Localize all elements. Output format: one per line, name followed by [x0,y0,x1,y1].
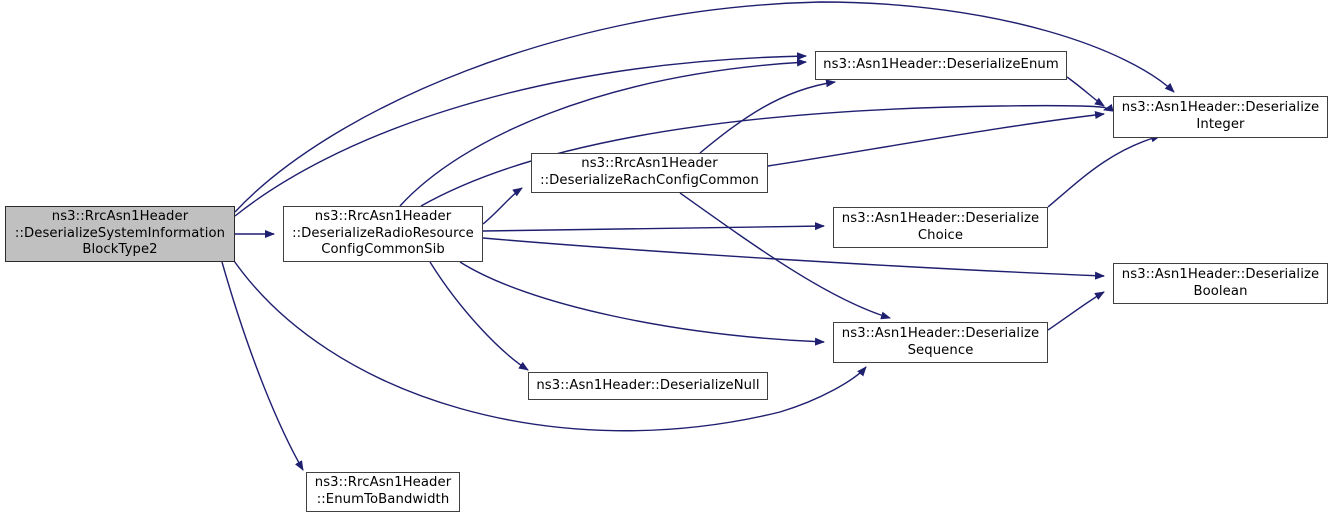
edge-sib2-to-enumtobw [221,261,304,471]
edge-rrccommonsib-to-enum [399,58,807,207]
node-choice[interactable]: ns3::Asn1Header::Deserialize Choice [833,207,1048,248]
edge-rrccommonsib-to-integer [420,103,1114,207]
node-null[interactable]: ns3::Asn1Header::DeserializeNull [528,372,768,400]
node-boolean[interactable]: ns3::Asn1Header::Deserialize Boolean [1113,263,1328,304]
node-enumtobw[interactable]: ns3::RrcAsn1Header ::EnumToBandwidth [306,472,460,512]
node-sib2[interactable]: ns3::RrcAsn1Header ::DeserializeSystemIn… [5,206,235,262]
edge-rrccommonsib-to-boolean [482,237,1105,280]
node-integer[interactable]: ns3::Asn1Header::Deserialize Integer [1113,96,1328,138]
edge-rachconfig-to-sequence [679,192,891,320]
edge-sib2-to-integer [234,1,1175,213]
edge-sib2-to-enum [234,52,807,217]
edge-rrccommonsib-to-null [429,261,529,371]
edge-rrccommonsib-to-choice [482,222,825,232]
edge-rrccommonsib-to-sequence [459,261,825,346]
edge-rrccommonsib-to-rachconfig [482,187,523,225]
edge-rachconfig-to-enum [699,79,836,154]
node-sequence[interactable]: ns3::Asn1Header::Deserialize Sequence [833,322,1048,363]
edge-enum-to-integer [1066,76,1105,107]
node-rrccommonsib[interactable]: ns3::RrcAsn1Header ::DeserializeRadioRes… [283,206,483,262]
edge-sib2-to-sequence [231,257,867,432]
edge-sequence-to-boolean [1047,291,1105,331]
edge-choice-to-integer [1047,134,1161,208]
node-rachconfig[interactable]: ns3::RrcAsn1Header ::DeserializeRachConf… [531,153,768,193]
edge-rachconfig-to-integer [767,111,1105,167]
node-enum[interactable]: ns3::Asn1Header::DeserializeEnum [815,51,1067,80]
